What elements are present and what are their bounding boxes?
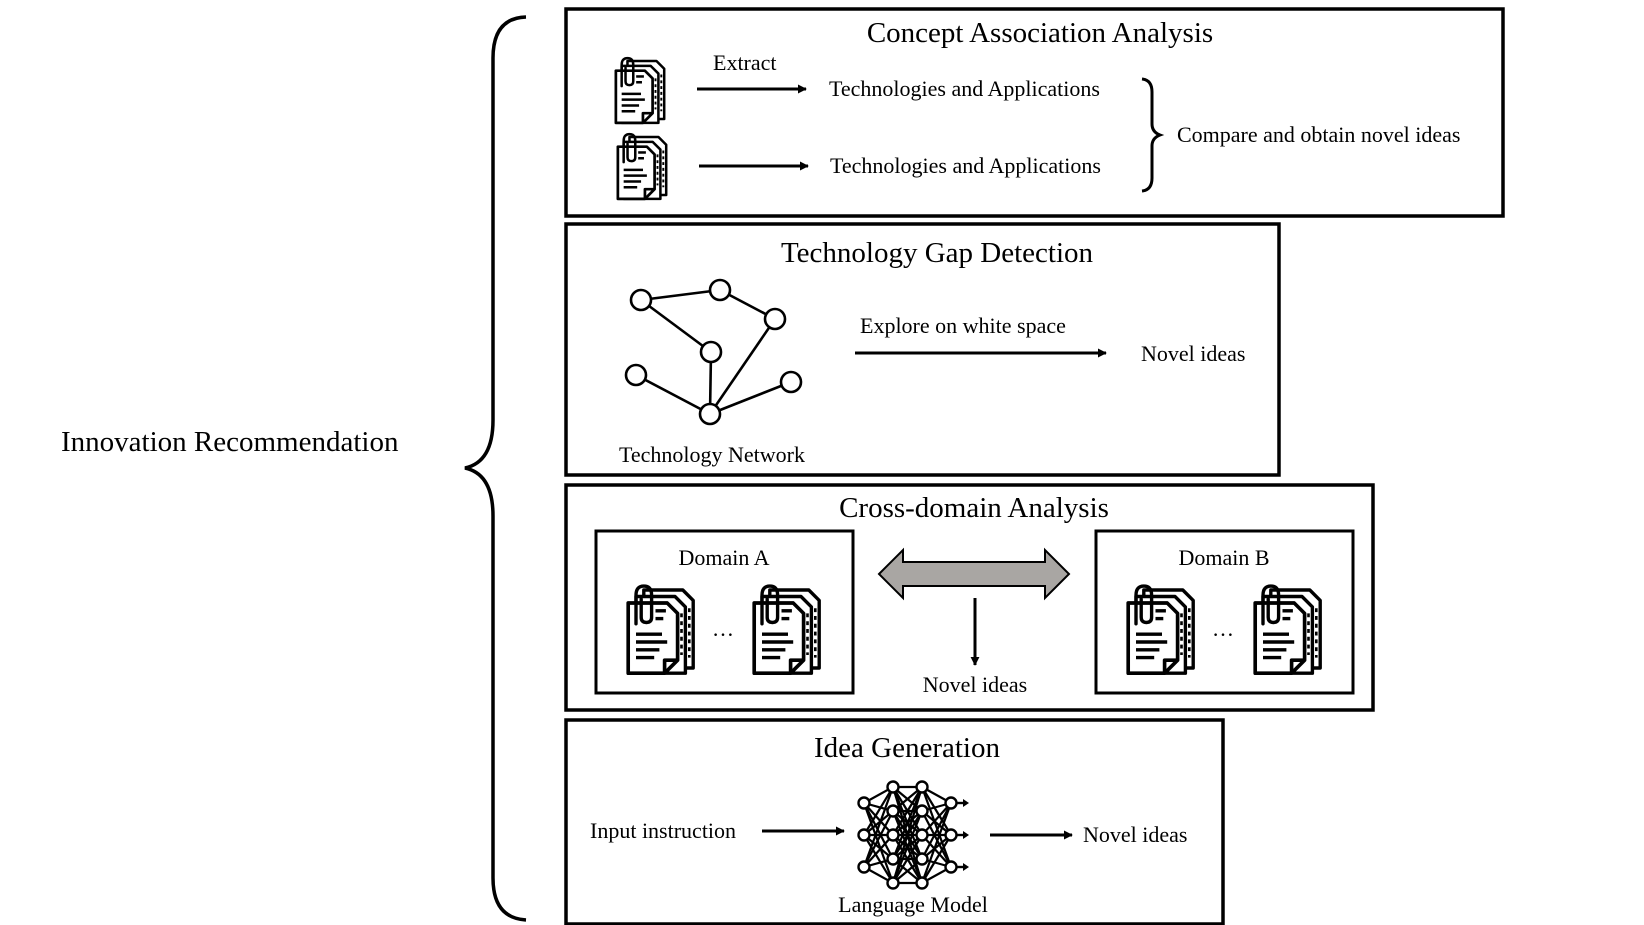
- document-icon: [754, 586, 819, 673]
- technology-network-label: Technology Network: [619, 442, 805, 467]
- neural-network-icon: [857, 780, 969, 890]
- panel-idea-generation: [564, 718, 1225, 925]
- concept-association-title: Concept Association Analysis: [867, 17, 1213, 49]
- right-curly-brace: [1141, 77, 1165, 193]
- panel-concept-association: [564, 7, 1505, 218]
- left-curly-brace: [464, 15, 527, 922]
- technology-gap-title: Technology Gap Detection: [781, 237, 1094, 269]
- language-model-label: Language Model: [838, 892, 988, 917]
- tech-apps-label-1: Technologies and Applications: [829, 76, 1100, 101]
- domain-b-ellipsis: …: [1212, 616, 1234, 641]
- cross-domain-result: Novel ideas: [923, 672, 1027, 697]
- root-label: Innovation Recommendation: [61, 426, 399, 458]
- domain-a-ellipsis: …: [712, 616, 734, 641]
- idea-generation-title: Idea Generation: [814, 732, 1000, 764]
- document-icon: [616, 132, 668, 201]
- input-instruction-label: Input instruction: [590, 818, 736, 843]
- compare-result-label: Compare and obtain novel ideas: [1177, 122, 1460, 147]
- tech-apps-label-2: Technologies and Applications: [830, 153, 1101, 178]
- explore-label: Explore on white space: [860, 313, 1066, 338]
- extract-label: Extract: [713, 50, 777, 75]
- domain-b-label: Domain B: [1178, 545, 1269, 570]
- document-icon: [614, 56, 666, 125]
- document-icon: [628, 586, 693, 673]
- double-arrow-icon: [877, 547, 1071, 601]
- domain-a-label: Domain A: [678, 545, 769, 570]
- panel-technology-gap: [564, 222, 1281, 477]
- network-graph-icon: [624, 278, 803, 426]
- cross-domain-title: Cross-domain Analysis: [839, 492, 1109, 524]
- technology-gap-result: Novel ideas: [1141, 341, 1245, 366]
- idea-generation-result: Novel ideas: [1083, 822, 1187, 847]
- document-icon: [1255, 586, 1320, 673]
- document-icon: [1128, 586, 1193, 673]
